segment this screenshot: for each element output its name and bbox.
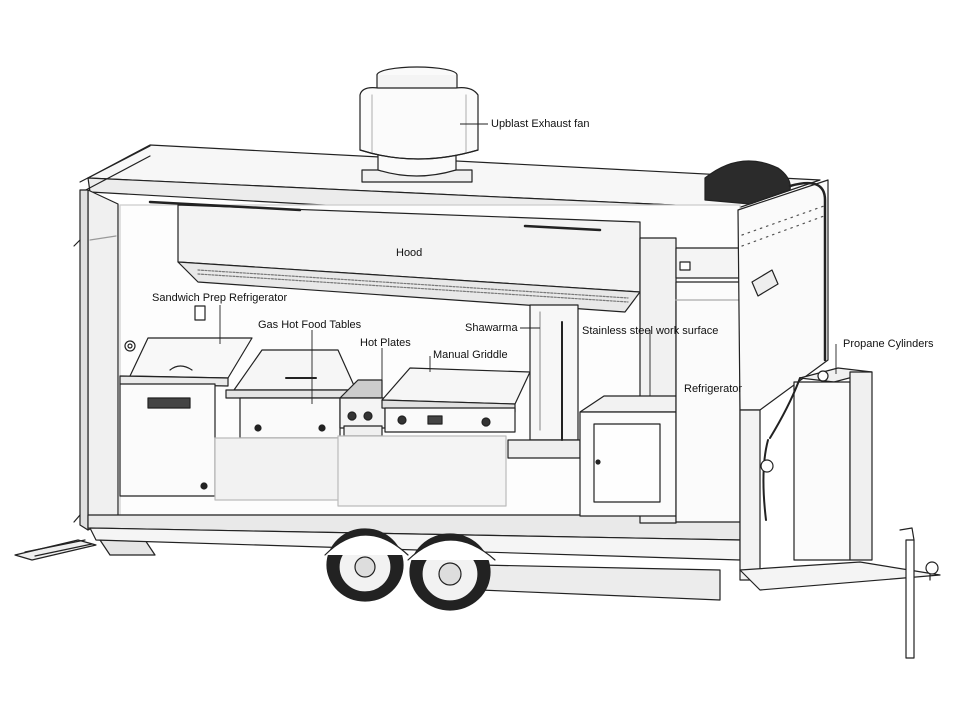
propane-cylinders	[760, 367, 873, 561]
callout-labels: Upblast Exhaust fan Hood Sandwich Prep R…	[152, 118, 934, 395]
sandwich-prep-refrigerator	[119, 305, 253, 497]
leader-lines	[219, 123, 837, 404]
label-gas-hot-food-tables: Gas Hot Food Tables	[258, 319, 362, 331]
label-work-surface: Stainless steel work surface	[582, 325, 718, 337]
upblast-exhaust-fan	[359, 66, 479, 183]
manual-griddle	[337, 367, 531, 507]
entry-steps	[14, 539, 156, 561]
right-wall	[737, 179, 829, 581]
label-exhaust-fan: Upblast Exhaust fan	[491, 118, 589, 130]
work-surface-cabinet	[579, 395, 677, 517]
label-manual-griddle: Manual Griddle	[433, 349, 508, 361]
gas-hot-food-table	[214, 349, 357, 501]
hot-plates	[339, 379, 386, 437]
label-hood: Hood	[396, 247, 422, 259]
label-shawarma: Shawarma	[465, 322, 518, 334]
label-hot-plates: Hot Plates	[360, 337, 411, 349]
shawarma-machine	[507, 304, 581, 459]
left-wall	[73, 189, 136, 531]
trailer-hitch	[739, 527, 941, 659]
refrigerator	[675, 247, 741, 523]
hood	[148, 200, 641, 313]
label-sandwich-prep: Sandwich Prep Refrigerator	[152, 292, 287, 304]
trailer-floor	[87, 514, 741, 601]
label-refrigerator: Refrigerator	[684, 383, 742, 395]
wheels	[324, 528, 496, 611]
label-propane: Propane Cylinders	[843, 338, 934, 350]
